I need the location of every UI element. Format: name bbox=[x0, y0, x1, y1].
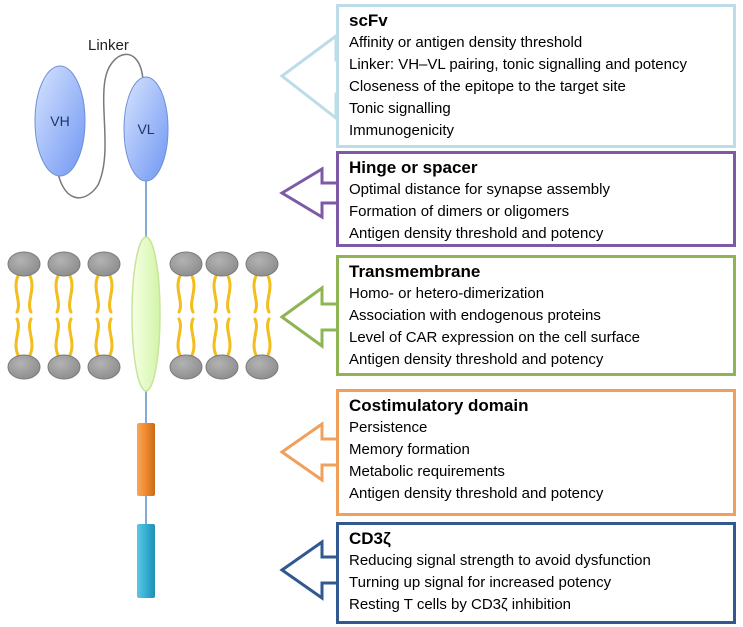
lipid-tail bbox=[54, 317, 60, 357]
costimulatory-domain bbox=[137, 423, 155, 496]
lipid-tail bbox=[190, 317, 196, 357]
lipid-tail bbox=[176, 317, 182, 357]
lipid-tail bbox=[226, 317, 232, 357]
lipid-tail bbox=[252, 317, 258, 357]
scfv-item: Linker: VH–VL pairing, tonic signalling … bbox=[349, 56, 687, 73]
vh-domain bbox=[34, 65, 86, 177]
costimulatory-item: Metabolic requirements bbox=[349, 463, 505, 480]
lipid-tail bbox=[14, 274, 20, 314]
lipid-tail bbox=[212, 317, 218, 357]
linker-label: Linker bbox=[88, 37, 129, 54]
lipid-tail bbox=[108, 317, 114, 357]
transmembrane-domain bbox=[131, 236, 161, 392]
costimulatory-box: Costimulatory domain Persistence Memory … bbox=[336, 389, 736, 516]
costimulatory-item: Antigen density threshold and potency bbox=[349, 485, 604, 502]
scfv-item: Tonic signalling bbox=[349, 100, 451, 117]
lipid-tail bbox=[176, 274, 182, 314]
lipid-tail bbox=[14, 317, 20, 357]
lipid-tail bbox=[108, 274, 114, 314]
scfv-box: scFv Affinity or antigen density thresho… bbox=[336, 4, 736, 148]
hinge-item: Formation of dimers or oligomers bbox=[349, 203, 570, 220]
lipid-head bbox=[245, 251, 279, 277]
lipid-head bbox=[205, 251, 239, 277]
cd3z-title: CD3ζ bbox=[349, 529, 391, 548]
cd3z-item: Reducing signal strength to avoid dysfun… bbox=[349, 552, 651, 569]
lipid-head bbox=[47, 354, 81, 380]
transmembrane-item: Level of CAR expression on the cell surf… bbox=[349, 329, 640, 346]
hinge-item: Optimal distance for synapse assembly bbox=[349, 181, 610, 198]
costimulatory-title: Costimulatory domain bbox=[349, 396, 529, 415]
vh-label: VH bbox=[50, 113, 69, 129]
lipid-tail bbox=[94, 317, 100, 357]
lipid-head bbox=[169, 251, 203, 277]
lipid-tail bbox=[266, 317, 272, 357]
scfv-item: Closeness of the epitope to the target s… bbox=[349, 78, 626, 95]
lipid-tail bbox=[54, 274, 60, 314]
scfv-item: Affinity or antigen density threshold bbox=[349, 34, 583, 51]
lipid-tail bbox=[226, 274, 232, 314]
cd3z-box: CD3ζ Reducing signal strength to avoid d… bbox=[336, 522, 736, 624]
lipid-head bbox=[47, 251, 81, 277]
lipid-head bbox=[245, 354, 279, 380]
cd3z-item: Turning up signal for increased potency bbox=[349, 574, 612, 591]
scfv-title: scFv bbox=[349, 11, 388, 30]
lipid-head bbox=[205, 354, 239, 380]
costimulatory-item: Memory formation bbox=[349, 441, 470, 458]
transmembrane-title: Transmembrane bbox=[349, 262, 481, 281]
lipid-tail bbox=[94, 274, 100, 314]
hinge-title: Hinge or spacer bbox=[349, 158, 478, 177]
lipid-head bbox=[7, 354, 41, 380]
linker-loop bbox=[55, 53, 144, 199]
transmembrane-item: Association with endogenous proteins bbox=[349, 307, 601, 324]
lipid-tail bbox=[28, 274, 34, 314]
transmembrane-item: Antigen density threshold and potency bbox=[349, 351, 604, 368]
vl-label: VL bbox=[137, 121, 154, 137]
lipid-tail bbox=[68, 274, 74, 314]
transmembrane-item: Homo- or hetero-dimerization bbox=[349, 285, 545, 302]
vl-domain bbox=[123, 76, 169, 182]
cd3z-domain bbox=[137, 524, 155, 598]
lipid-tail bbox=[68, 317, 74, 357]
lipid-tail bbox=[212, 274, 218, 314]
lipid-head bbox=[87, 354, 121, 380]
scfv-item: Immunogenicity bbox=[349, 122, 455, 139]
lipid-tail bbox=[266, 274, 272, 314]
lipid-tail bbox=[190, 274, 196, 314]
hinge-item: Antigen density threshold and potency bbox=[349, 225, 604, 242]
lipid-head bbox=[87, 251, 121, 277]
transmembrane-box: Transmembrane Homo- or hetero-dimerizati… bbox=[336, 255, 736, 376]
lipid-tail bbox=[28, 317, 34, 357]
lipid-tail bbox=[252, 274, 258, 314]
cd3z-item: Resting T cells by CD3ζ inhibition bbox=[349, 596, 571, 613]
lipid-head bbox=[169, 354, 203, 380]
lipid-bilayer bbox=[7, 251, 279, 380]
lipid-head bbox=[7, 251, 41, 277]
costimulatory-item: Persistence bbox=[349, 419, 428, 436]
hinge-box: Hinge or spacer Optimal distance for syn… bbox=[336, 151, 736, 247]
